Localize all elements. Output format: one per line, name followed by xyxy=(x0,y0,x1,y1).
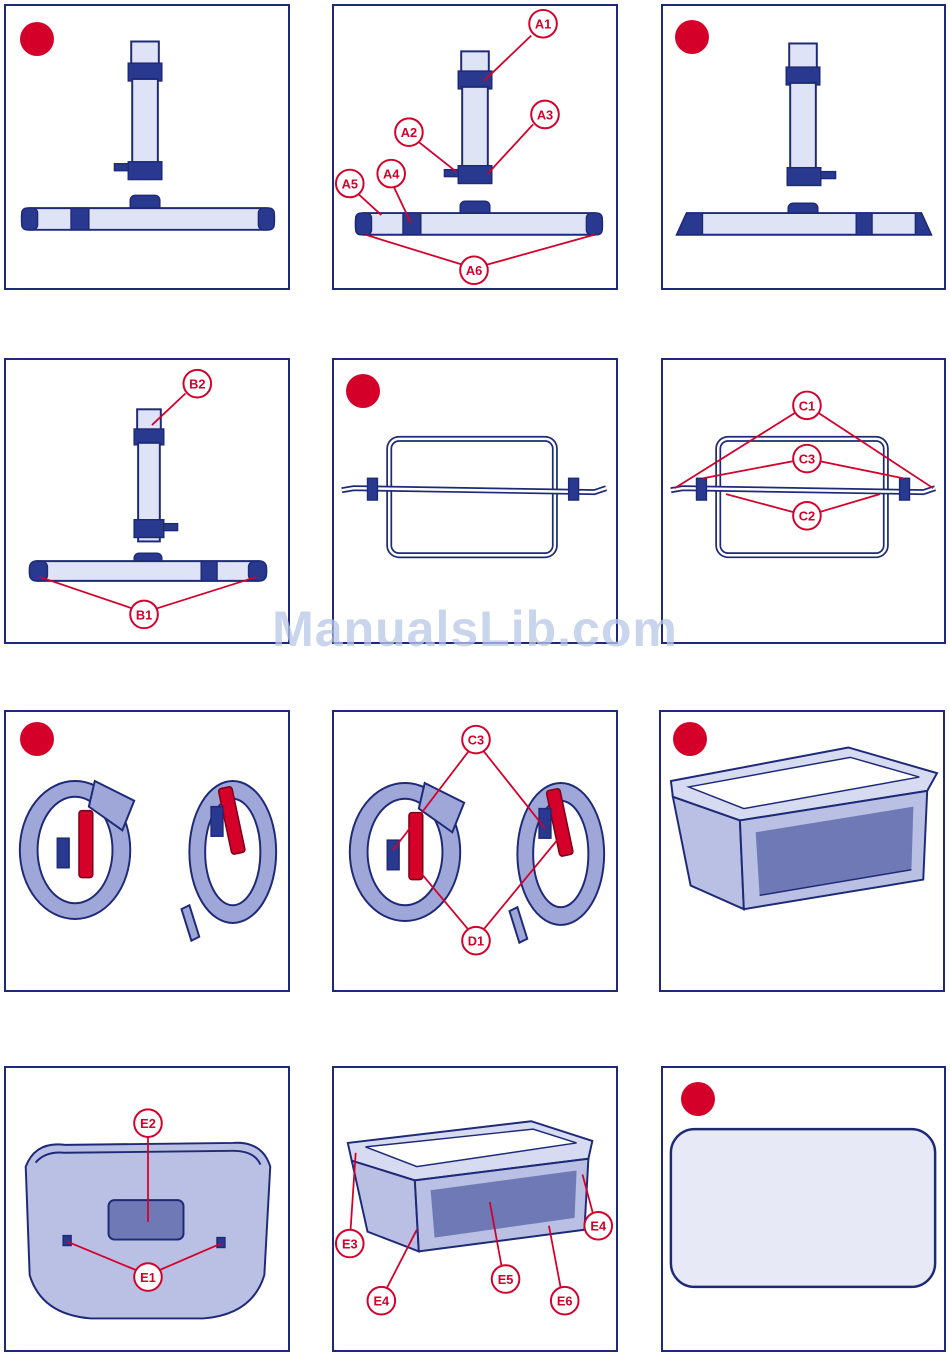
callout-b2: B2 xyxy=(183,370,211,398)
callout-e1: E1 xyxy=(134,1263,162,1291)
straps-illustration xyxy=(6,712,288,990)
straps-parts-illustration: C3 D1 xyxy=(334,712,616,990)
callout-b1: B1 xyxy=(130,601,158,629)
svg-text:C1: C1 xyxy=(799,398,815,413)
svg-text:A3: A3 xyxy=(537,107,553,122)
callout-a2: A2 xyxy=(395,118,423,146)
svg-text:E4: E4 xyxy=(590,1219,607,1234)
panel-bassinet-parts-e: E3 E4 E4 E5 E6 xyxy=(332,1066,618,1352)
callout-d1: D1 xyxy=(462,927,490,955)
callout-e4: E4 xyxy=(584,1212,612,1240)
svg-text:E4: E4 xyxy=(374,1294,391,1309)
callout-e3: E3 xyxy=(336,1230,364,1258)
svg-text:E3: E3 xyxy=(342,1236,358,1251)
frame-illustration xyxy=(334,360,616,642)
panel-mattress xyxy=(661,1066,946,1352)
panel-frame xyxy=(332,358,618,644)
svg-text:D1: D1 xyxy=(468,934,484,949)
svg-text:C3: C3 xyxy=(799,452,815,467)
callout-c1: C1 xyxy=(793,392,821,420)
callout-e4: E4 xyxy=(368,1287,396,1315)
svg-text:E6: E6 xyxy=(557,1294,573,1309)
svg-text:B1: B1 xyxy=(136,607,152,622)
callout-e2: E2 xyxy=(134,1109,162,1137)
stand-parts-a-illustration: A1 A2 A3 A4 A5 A6 xyxy=(334,6,616,288)
svg-text:A1: A1 xyxy=(535,17,551,32)
bassinet-parts-e-illustration: E3 E4 E4 E5 E6 xyxy=(334,1068,616,1350)
callout-e6: E6 xyxy=(551,1287,579,1315)
callout-c3: C3 xyxy=(793,445,821,473)
svg-text:A2: A2 xyxy=(401,125,417,140)
stand-illustration xyxy=(6,6,288,288)
bassinet-bottom-illustration: E2 E1 xyxy=(6,1068,288,1350)
svg-text:C2: C2 xyxy=(799,509,815,524)
frame-parts-c-illustration: C1 C3 C2 xyxy=(663,360,944,642)
svg-text:A5: A5 xyxy=(342,176,358,191)
callout-a4: A4 xyxy=(377,160,405,188)
panel-straps xyxy=(4,710,290,992)
panel-bassinet xyxy=(659,710,945,992)
panel-stand-mirrored xyxy=(661,4,946,290)
panel-stand-parts-a: A1 A2 A3 A4 A5 A6 xyxy=(332,4,618,290)
svg-text:A6: A6 xyxy=(466,263,482,278)
svg-text:E1: E1 xyxy=(140,1270,156,1285)
panel-bassinet-bottom: E2 E1 xyxy=(4,1066,290,1352)
panel-stand-assembled xyxy=(4,4,290,290)
mattress-illustration xyxy=(663,1068,944,1350)
callout-a3: A3 xyxy=(531,101,559,129)
callout-a6: A6 xyxy=(460,256,488,284)
panel-straps-parts: C3 D1 xyxy=(332,710,618,992)
callout-a5: A5 xyxy=(336,170,364,198)
svg-text:E5: E5 xyxy=(498,1272,514,1287)
svg-text:A4: A4 xyxy=(383,167,400,182)
panel-stand-parts-b: B2 B1 xyxy=(4,358,290,644)
bassinet-illustration xyxy=(661,712,943,990)
callout-c3: C3 xyxy=(462,726,490,754)
stand-mirrored-illustration xyxy=(663,6,944,288)
callout-a1: A1 xyxy=(529,10,557,38)
stand-parts-b-illustration: B2 B1 xyxy=(6,360,288,642)
callout-e5: E5 xyxy=(492,1265,520,1293)
svg-text:C3: C3 xyxy=(468,733,484,748)
callout-c2: C2 xyxy=(793,502,821,530)
panel-frame-parts-c: C1 C3 C2 xyxy=(661,358,946,644)
svg-text:B2: B2 xyxy=(189,377,205,392)
svg-text:E2: E2 xyxy=(140,1116,156,1131)
